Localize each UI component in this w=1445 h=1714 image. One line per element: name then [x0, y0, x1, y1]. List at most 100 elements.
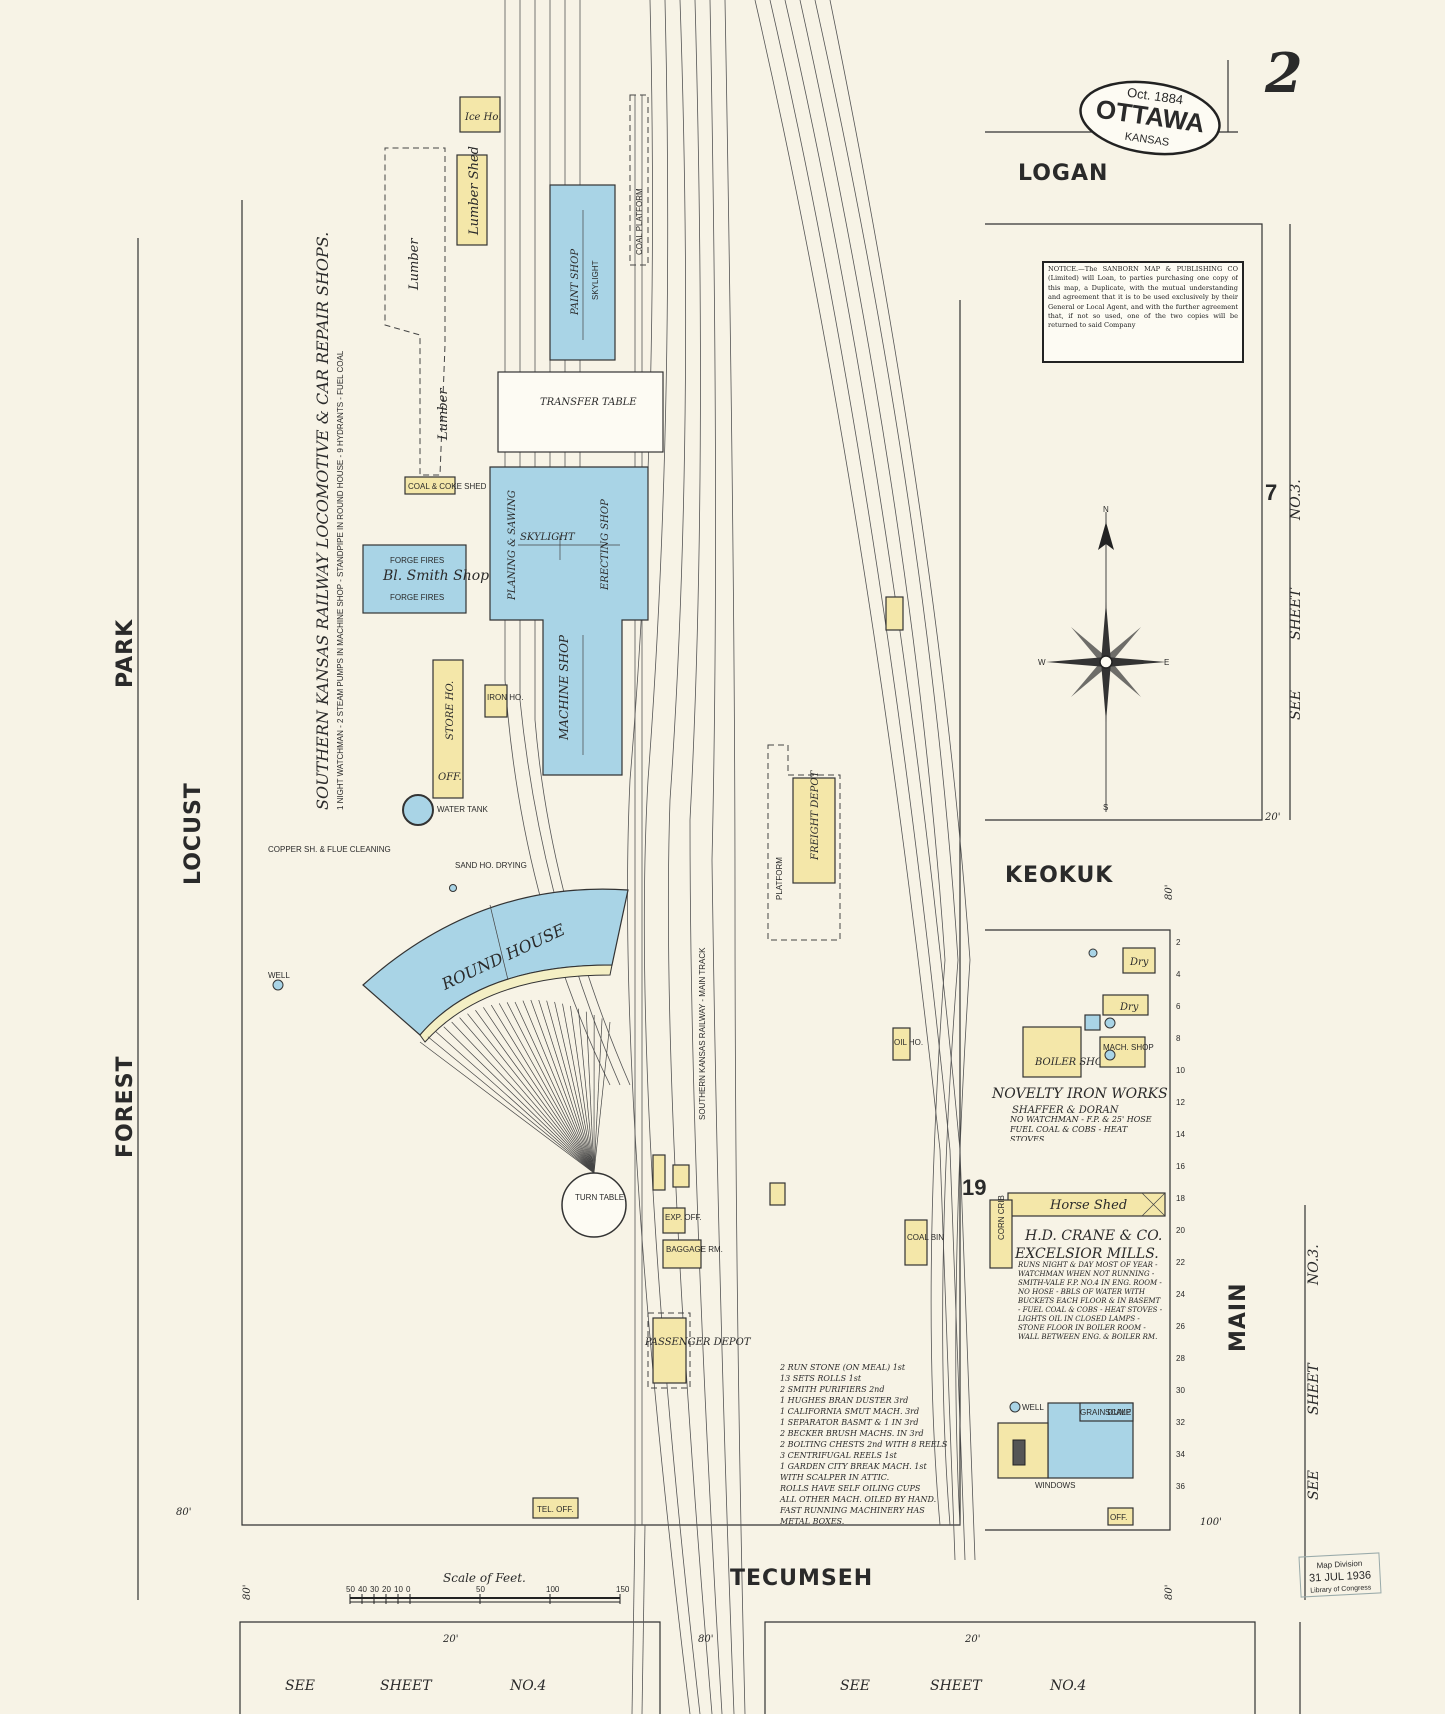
- scale-tick-label: 30: [370, 1585, 379, 1594]
- lot-number: 4: [1176, 970, 1181, 979]
- water-tank: WATER TANK: [402, 794, 488, 826]
- lot-number: 28: [1176, 1354, 1185, 1363]
- svg-text:SEE: SEE: [1306, 1470, 1322, 1500]
- block-number-19: 19: [962, 1175, 986, 1200]
- width-label: 80': [698, 1634, 713, 1645]
- street-widths: 80' 80' 80' 80' 20' 20' 20' 80' 100': [176, 812, 1280, 1645]
- stall-track: [451, 1021, 595, 1174]
- svg-text:ERECTING SHOP: ERECTING SHOP: [600, 499, 611, 591]
- scale-tick-label: 0: [406, 1585, 411, 1594]
- street-locust: LOCUST: [181, 782, 206, 885]
- svg-text:FREIGHT DEPOT: FREIGHT DEPOT: [810, 769, 821, 861]
- svg-text:OFF.: OFF.: [438, 772, 462, 783]
- svg-text:WATER TANK: WATER TANK: [437, 805, 488, 814]
- svg-text:COPPER SH. & FLUE CLEANING: COPPER SH. & FLUE CLEANING: [268, 845, 391, 854]
- well-left: WELL: [268, 971, 290, 991]
- lot-number: 10: [1176, 1066, 1185, 1075]
- stall-track: [467, 1013, 595, 1174]
- svg-text:BOILER SHOP: BOILER SHOP: [1034, 1057, 1110, 1068]
- lot-number: 2: [1176, 938, 1181, 947]
- block-outlines: [137, 60, 1306, 1714]
- street-forest: FOREST: [113, 1055, 138, 1158]
- lot-number: 34: [1176, 1450, 1185, 1459]
- width-label: 20': [964, 1634, 980, 1645]
- passenger-depot: PASSENGER DEPOT: [644, 1312, 752, 1389]
- svg-text:Horse Shed: Horse Shed: [1049, 1198, 1127, 1213]
- stall-track: [419, 1041, 595, 1174]
- svg-text:SEE: SEE: [1288, 690, 1304, 720]
- machinery-line: 1 GARDEN CITY BREAK MACH. 1st: [780, 1462, 927, 1471]
- svg-text:Lumber: Lumber: [407, 238, 422, 291]
- machinery-line: 2 BECKER BRUSH MACHS. IN 3rd: [779, 1429, 924, 1438]
- stall-track: [498, 1003, 595, 1174]
- svg-text:S: S: [1103, 803, 1108, 812]
- width-label: 80': [1164, 1585, 1175, 1600]
- stall-track: [475, 1010, 595, 1174]
- svg-text:WELL: WELL: [268, 971, 290, 980]
- svg-text:SHEET: SHEET: [1306, 1362, 1322, 1415]
- street-park: PARK: [113, 619, 138, 688]
- svg-text:CORN CRIB: CORN CRIB: [997, 1195, 1006, 1240]
- machinery-line: 2 BOLTING CHESTS 2nd WITH 8 REELS: [779, 1440, 948, 1449]
- svg-text:Dry: Dry: [1129, 957, 1149, 968]
- svg-text:PLATFORM: PLATFORM: [775, 857, 784, 900]
- street-tecumseh: TECUMSEH: [730, 1566, 873, 1591]
- svg-text:EXP. OFF.: EXP. OFF.: [665, 1213, 702, 1222]
- svg-text:TURN TABLE: TURN TABLE: [575, 1193, 624, 1202]
- street-labels: LOGAN KEOKUK TECUMSEH LOCUST PARK FOREST…: [113, 161, 1251, 1591]
- block-number-7: 7: [1265, 480, 1277, 505]
- seal-oval: [1079, 80, 1221, 156]
- stall-track: [538, 999, 595, 1174]
- lot-number: 18: [1176, 1194, 1185, 1203]
- freight-depot: FREIGHT DEPOT PLATFORM: [767, 744, 841, 941]
- see-sheet-no4-right: NO.4: [1049, 1678, 1086, 1694]
- railway-notes: 1 NIGHT WATCHMAN - 2 STEAM PUMPS IN MACH…: [336, 350, 345, 810]
- see-sheet-no4-left: SEE: [285, 1678, 315, 1694]
- notice-text: NOTICE.—The SANBORN MAP & PUBLISHING CO …: [1048, 265, 1238, 330]
- lot-number: 26: [1176, 1322, 1185, 1331]
- see-sheet-no3-upper: SEE SHEET NO.3.: [1288, 479, 1304, 720]
- machinery-line: 2 RUN STONE (ON MEAL) 1st: [779, 1363, 906, 1372]
- svg-text:PASSENGER DEPOT: PASSENGER DEPOT: [644, 1337, 752, 1348]
- erecting-shop: ERECTING SHOP PLANING & SAWING SKYLIGHT: [489, 466, 649, 776]
- coal-platform: COAL PLATFORM: [629, 94, 649, 266]
- stall-track: [459, 1017, 595, 1174]
- svg-text:WINDOWS: WINDOWS: [1035, 1481, 1075, 1490]
- stall-track: [427, 1036, 595, 1174]
- stall-track: [490, 1004, 595, 1174]
- svg-text:Lumber Shed: Lumber Shed: [467, 146, 482, 236]
- lot-number: 6: [1176, 1002, 1181, 1011]
- excelsior-mills: Horse Shed CORN CRIB H.D. CRANE & CO. EX…: [989, 1192, 1166, 1526]
- svg-text:FORGE FIRES: FORGE FIRES: [390, 593, 444, 602]
- svg-text:NO.3.: NO.3.: [1288, 479, 1304, 521]
- stall-track: [585, 1011, 595, 1174]
- see-sheet-no4-right: SEE: [840, 1678, 870, 1694]
- scale-tick-label: 100: [546, 1585, 560, 1594]
- main-track-label: SOUTHERN KANSAS RAILWAY - MAIN TRACK: [698, 947, 707, 1120]
- svg-text:Scale of Feet.: Scale of Feet.: [443, 1571, 526, 1585]
- ice-house: Ice Ho.: [459, 96, 501, 133]
- svg-text:STORE HO.: STORE HO.: [445, 681, 456, 740]
- city-seal: Oct. 1884 OTTAWA KANSAS: [1079, 80, 1221, 156]
- machinery-line: WITH SCALPER IN ATTIC.: [780, 1473, 889, 1482]
- novelty-notes: NO WATCHMAN - F.P. & 25' HOSE FUEL COAL …: [1010, 1115, 1152, 1141]
- paint-shop: PAINT SHOP SKYLIGHT: [549, 184, 616, 361]
- svg-text:OFF.: OFF.: [1110, 1513, 1127, 1522]
- svg-text:Bl. Smith Shop: Bl. Smith Shop: [382, 568, 489, 584]
- stall-track: [593, 1018, 603, 1174]
- lot-number: 12: [1176, 1098, 1185, 1107]
- svg-text:PLANING & SAWING: PLANING & SAWING: [507, 490, 518, 601]
- stall-track: [483, 1007, 595, 1174]
- notice-box: NOTICE.—The SANBORN MAP & PUBLISHING CO …: [1042, 261, 1244, 363]
- stall-track: [554, 1001, 595, 1174]
- svg-text:H.D. CRANE & CO.: H.D. CRANE & CO.: [1024, 1228, 1162, 1244]
- svg-text:Ice Ho.: Ice Ho.: [464, 112, 501, 123]
- svg-text:SAND HO. DRYING: SAND HO. DRYING: [455, 861, 527, 870]
- stall-track: [570, 1005, 595, 1174]
- sand-house: SAND HO. DRYING: [455, 861, 527, 870]
- svg-text:Map Division: Map Division: [1316, 1559, 1362, 1570]
- svg-text:BAGGAGE RM.: BAGGAGE RM.: [666, 1245, 723, 1254]
- width-label: 80': [242, 1585, 253, 1600]
